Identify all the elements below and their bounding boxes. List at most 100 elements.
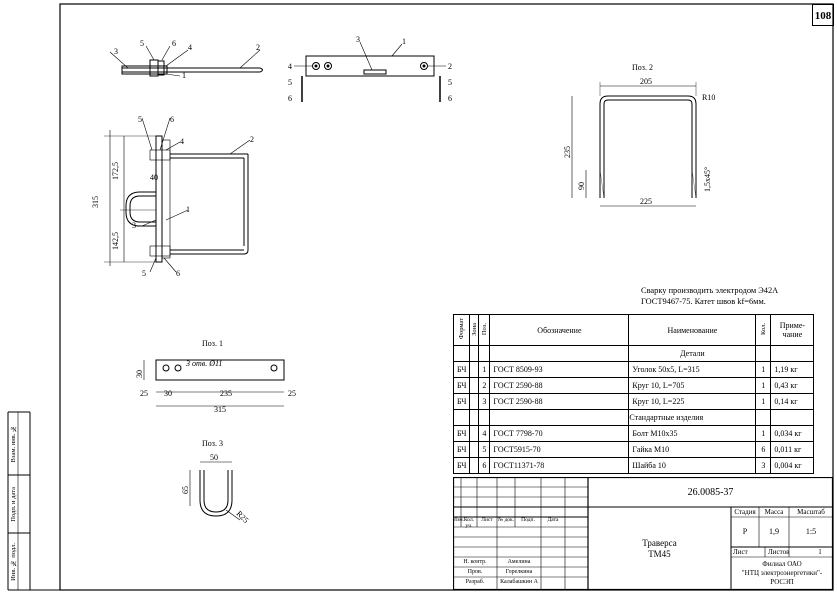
table-row: БЧ 1 ГОСТ 8509-93 Уголок 50х5, L=315 1 1…	[452, 361, 815, 378]
cell: БЧ	[452, 425, 471, 442]
dimension-label: 90	[577, 182, 586, 190]
cell: 1,19 кг	[770, 361, 815, 378]
col-label: Дата	[547, 517, 559, 523]
dimension-label: 65	[181, 486, 190, 494]
role-column: Н. контр. Пров. Разраб.	[453, 557, 497, 587]
stage-label: Стадия	[734, 508, 756, 516]
col-label: Лист	[481, 517, 493, 523]
cell: ГОСТ 7798-70	[489, 425, 630, 442]
header-format: Формат	[458, 318, 466, 340]
dimension-label: R25	[235, 509, 251, 525]
cell: ГОСТ11371-78	[489, 457, 630, 474]
front-view: 3 1 4 2 5 6 5 6	[288, 35, 452, 103]
role-label: Пров.	[467, 569, 483, 575]
scale-value: 1:5	[805, 527, 817, 536]
table-row: БЧ 2 ГОСТ 2590-88 Круг 10, L=705 1 0,43 …	[452, 377, 815, 394]
dimension-label: 30	[164, 389, 172, 398]
cell: 2	[478, 377, 491, 394]
organization: Филиал ОАО "НТЦ электроэнергетики"- РОСЭ…	[731, 557, 833, 590]
cell: Уголок 50х5, L=315	[628, 361, 757, 378]
cell: 6	[478, 457, 491, 474]
table-row: БЧ 3 ГОСТ 2590-88 Круг 10, L=225 1 0,14 …	[452, 393, 815, 410]
dimension-label: 205	[640, 77, 652, 86]
pos2-view: Поз. 2 205 R10 235 90 1,5x45° 225	[563, 63, 715, 207]
callout: 6	[288, 94, 292, 103]
revision-header: Изм. Кол. уч. Лист № док. Подп. Дата	[453, 517, 588, 529]
dimension-label: 30	[135, 370, 144, 378]
col-label: Подп.	[521, 517, 535, 523]
cell: 3	[755, 457, 772, 474]
stamp-replace-inv: Взам. инв. №	[8, 412, 18, 475]
callout: 4	[188, 43, 192, 52]
stamp-label: Взам. инв. №	[9, 424, 17, 463]
cell: 3	[478, 393, 491, 410]
cell: 1	[755, 377, 772, 394]
stage-value: Р	[742, 527, 748, 536]
sheet-label: Лист	[733, 548, 748, 556]
cell: 0,14 кг	[770, 393, 815, 410]
dimension-label: 50	[210, 453, 218, 462]
cell: 0,43 кг	[770, 377, 815, 394]
callout: 2	[256, 43, 260, 52]
callout: 5	[142, 269, 146, 278]
dimension-label: 142,5	[111, 232, 120, 250]
callout: 3	[114, 47, 118, 56]
cell: БЧ	[452, 361, 471, 378]
callout: 1	[186, 205, 190, 214]
cell: БЧ	[452, 393, 471, 410]
title-block-grid	[453, 477, 833, 590]
pos1-view: Поз. 1 30 3 отв. Ø11 25 30 235 25 315	[135, 339, 296, 414]
section-title: Стандартные изделия	[628, 409, 757, 426]
dimension-label: 3 отв. Ø11	[185, 359, 222, 368]
sheets-label: Листов	[768, 548, 790, 556]
role-label: Разраб.	[465, 579, 485, 585]
specification-table: Формат Зона Поз. Обозначение Наименовани…	[452, 314, 815, 474]
cell: ГОСТ 2590-88	[489, 377, 630, 394]
header-name: Наименование	[628, 314, 757, 346]
cell: 0,004 кг	[770, 457, 815, 474]
sheet-number: 108	[812, 4, 834, 26]
cell: БЧ	[452, 441, 471, 458]
callout: 6	[170, 115, 174, 124]
cell: 4	[478, 425, 491, 442]
section-row: Детали	[452, 345, 815, 362]
callout: 40	[150, 173, 158, 182]
side-view: 5 6 4 2 40 3 1 5 6 315 172,5 142,5	[91, 115, 254, 278]
cell: БЧ	[452, 377, 471, 394]
pos3-view: Поз. 3 50 65 R25	[181, 439, 251, 525]
title-line: Траверса	[642, 537, 677, 548]
callout: 3	[132, 221, 136, 230]
dimension-label: 172,5	[111, 162, 120, 180]
person-name: Калабашкин А	[500, 579, 538, 585]
stamp-sign-date: Подп. и дата	[8, 475, 18, 533]
header-note: Приме- чание	[770, 314, 815, 346]
header-qty: Кол.	[759, 322, 767, 336]
cell: ГОСТ 2590-88	[489, 393, 630, 410]
dimension-label: 315	[91, 196, 100, 208]
cell: ГОСТ 8509-93	[489, 361, 630, 378]
org-line: РОСЭП	[770, 578, 794, 586]
callout: 5	[140, 39, 144, 48]
dimension-label: 315	[214, 405, 226, 414]
cell: Круг 10, L=225	[628, 393, 757, 410]
dimension-label: 225	[640, 197, 652, 206]
header-zone: Зона	[470, 322, 478, 336]
callout: 6	[448, 94, 452, 103]
dimension-label: 25	[140, 389, 148, 398]
callout: 5	[288, 78, 292, 87]
doc-number: 26.0085-37	[687, 486, 734, 498]
welding-note: Сварку производить электродом Э42А ГОСТ9…	[641, 285, 778, 307]
cell: 1	[755, 425, 772, 442]
callout: 1	[182, 71, 186, 80]
cell: БЧ	[452, 457, 471, 474]
callout: 2	[250, 135, 254, 144]
mass-value: 1,9	[769, 527, 779, 536]
scale-label: Масштаб	[797, 508, 825, 516]
callout: 1	[402, 37, 406, 46]
cell: 1	[755, 393, 772, 410]
sheets-count: 1	[818, 548, 822, 556]
note-line: ГОСТ9467-75. Катет швов kf=6мм.	[641, 297, 766, 306]
cell: Круг 10, L=705	[628, 377, 757, 394]
callout: 6	[172, 39, 176, 48]
